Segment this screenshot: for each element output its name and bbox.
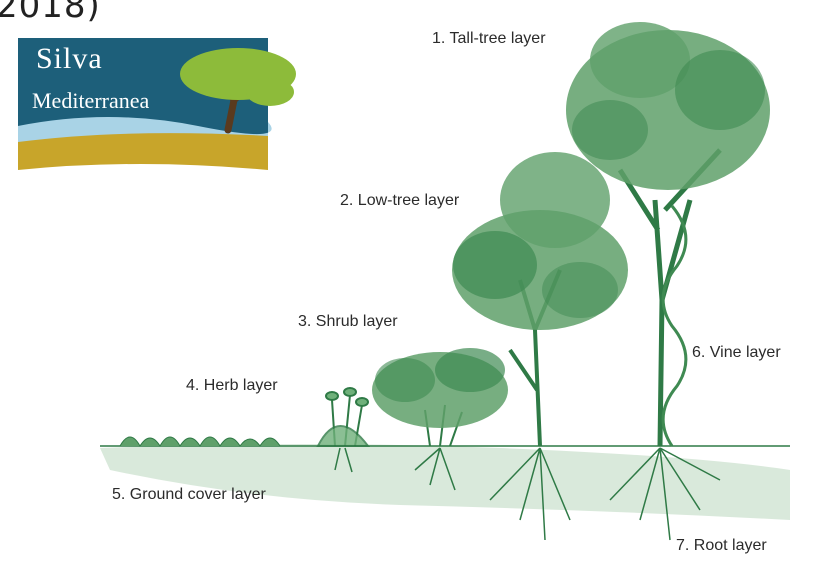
- label-ground-cover-layer: 5. Ground cover layer: [112, 486, 266, 504]
- ground-wash: [100, 444, 790, 520]
- herb-plant: [318, 388, 368, 446]
- label-tall-tree-layer: 1. Tall-tree layer: [432, 30, 546, 48]
- vine: [663, 206, 686, 446]
- label-root-layer: 7. Root layer: [676, 537, 767, 555]
- label-vine-layer: 6. Vine layer: [692, 344, 781, 362]
- ground-cover-plants: [120, 437, 280, 446]
- label-shrub-layer: 3. Shrub layer: [298, 313, 398, 331]
- shrub-plant: [372, 348, 508, 446]
- label-low-tree-layer: 2. Low-tree layer: [340, 192, 459, 210]
- label-herb-layer: 4. Herb layer: [186, 377, 278, 395]
